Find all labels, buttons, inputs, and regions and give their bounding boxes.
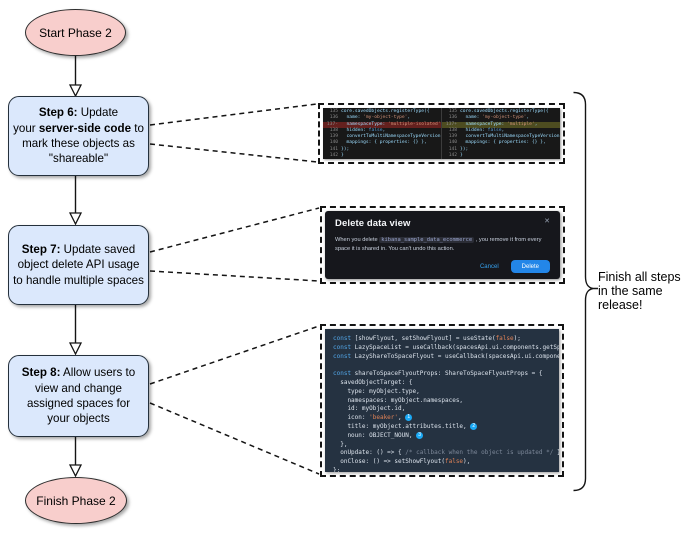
delete-modal: Delete data view ✕ When you delete kiban… [325,211,560,279]
code-snippet-panel: const [showFlyout, setShowFlyout] = useS… [320,324,564,477]
modal-title: Delete data view [335,218,411,229]
curly-brace [573,91,598,492]
modal-body-post: , you remove it from every space it is s… [335,237,542,252]
start-label: Start Phase 2 [39,25,112,40]
finish-node: Finish Phase 2 [25,477,127,524]
code-snippet: const [showFlyout, setShowFlyout] = useS… [325,329,559,472]
modal-body: When you delete kibana_sample_data_ecomm… [335,236,550,254]
inline-code-token: kibana_sample_data_ecommerce [379,237,475,243]
start-node: Start Phase 2 [25,9,126,56]
callout-connectors [149,103,320,475]
delete-button[interactable]: Delete [510,260,550,273]
finish-label: Finish Phase 2 [36,493,116,508]
close-icon[interactable]: ✕ [544,218,550,225]
cancel-button[interactable]: Cancel [479,263,499,270]
delete-modal-panel: Delete data view ✕ When you delete kiban… [320,206,565,284]
modal-body-pre: When you delete [335,237,380,243]
